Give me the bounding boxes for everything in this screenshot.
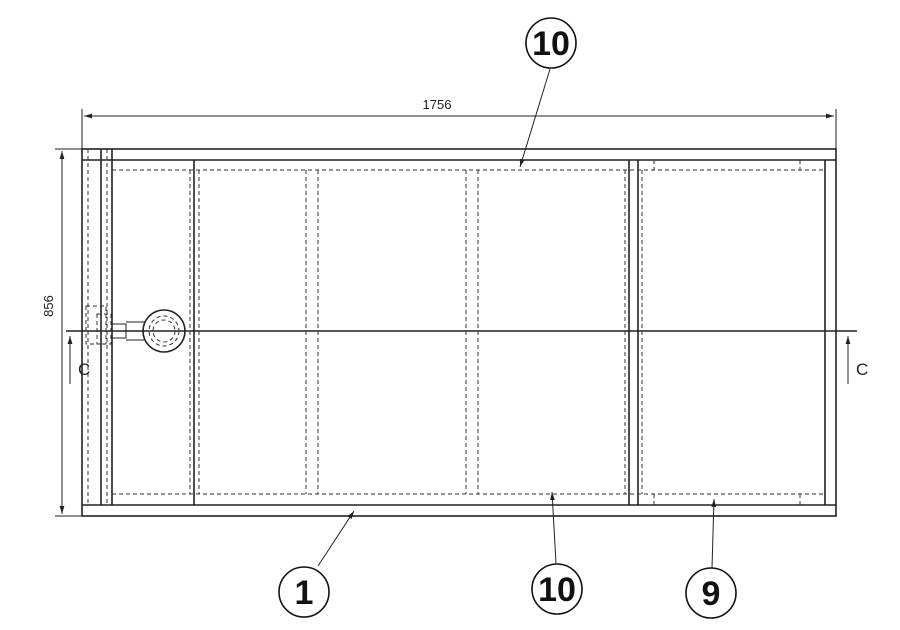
callout-bottom-middle-label: 10: [538, 571, 576, 609]
section-label-left: C: [78, 360, 90, 379]
section-label-right: C: [856, 360, 868, 379]
section-line: C C: [66, 330, 868, 384]
callout-bottom-left: 1: [278, 566, 330, 618]
hidden-lines: [87, 149, 825, 505]
callout-bottom-middle: 10: [531, 563, 583, 615]
callout-top: 10: [525, 17, 577, 69]
width-dimension-label: 1756: [423, 97, 452, 112]
height-dimension: 856: [41, 148, 84, 517]
callout-bottom-right: 9: [685, 567, 737, 619]
callout-top-label: 10: [532, 25, 570, 63]
outer-frame: [81, 148, 837, 517]
height-dimension-label: 856: [41, 295, 56, 317]
callout-bottom-right-label: 9: [702, 575, 721, 613]
drain-fitting: [85, 305, 186, 353]
leader-lines: [317, 68, 717, 569]
callout-bottom-left-label: 1: [295, 574, 314, 612]
width-dimension: 1756: [81, 97, 837, 150]
